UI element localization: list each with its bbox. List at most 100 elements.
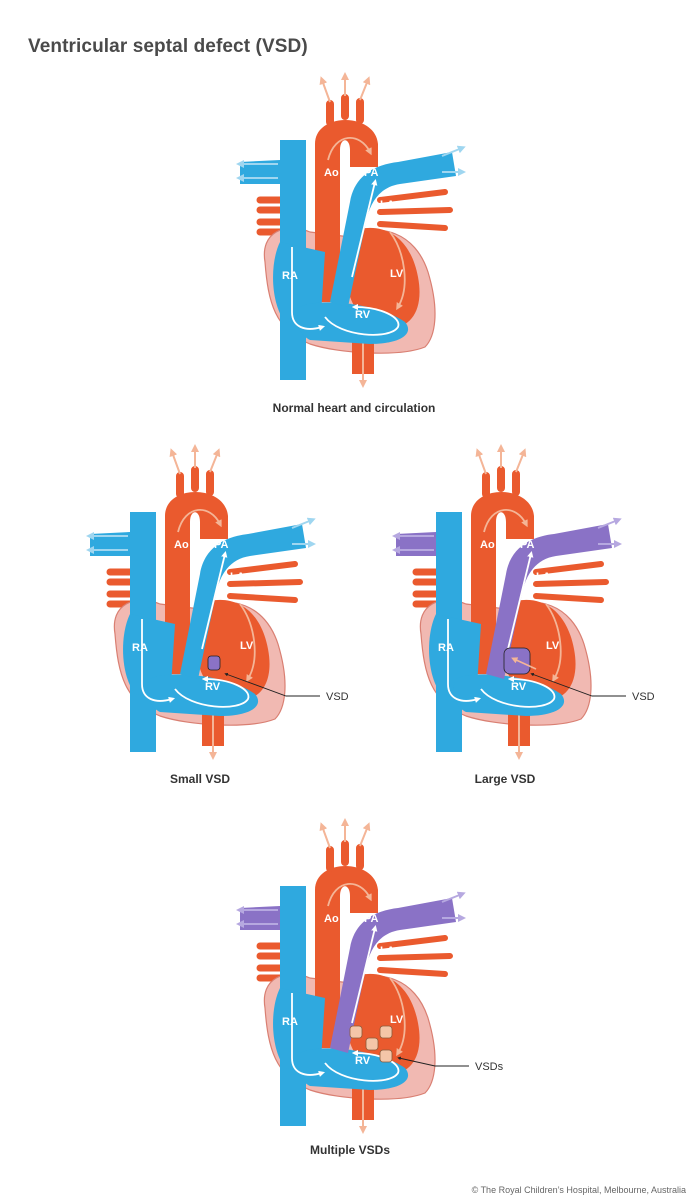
aorta-flow-arrow <box>483 508 528 533</box>
systemic-flow-arrow <box>359 822 371 847</box>
copyright-notice: © The Royal Children’s Hospital, Melbour… <box>471 1185 686 1195</box>
chamber-label-rv: RV <box>205 681 221 693</box>
vsd-hole-small <box>207 655 221 671</box>
pulmonary-flow-arrow <box>291 517 316 529</box>
heart-illustration-small-vsd: Ao PA LA LV RA RV VSD <box>86 444 349 760</box>
shunt-flow-arrow <box>511 657 537 670</box>
lv-flow-arrow <box>389 231 406 311</box>
systemic-flow-arrow <box>515 448 527 473</box>
vsd-callout-label: VSD <box>326 691 349 703</box>
pulmonary-vein-right <box>377 935 453 977</box>
aorta <box>315 120 378 302</box>
pulmonary-artery <box>486 524 612 679</box>
pulmonary-vein-left <box>256 196 294 236</box>
vsd-callout-leader <box>397 1056 469 1067</box>
chamber-label-ao: Ao <box>174 539 189 551</box>
caption-large-vsd: Large VSD <box>474 772 536 786</box>
caption-normal: Normal heart and circulation <box>272 401 436 415</box>
systemic-flow-arrow <box>319 822 331 849</box>
systemic-flow-arrow <box>319 76 331 103</box>
ra-flow-arrow <box>447 619 482 703</box>
rv-flow-arrow <box>480 675 556 708</box>
lv-flow-arrow <box>389 977 406 1057</box>
chamber-label-pa: PA <box>214 539 229 551</box>
pulmonary-vein-left <box>412 568 450 608</box>
pulmonary-vein-left <box>106 568 144 608</box>
chamber-label-lv: LV <box>390 268 404 280</box>
aorta <box>315 866 378 1048</box>
vsd-hole-multiple <box>349 1025 363 1039</box>
chamber-label-la: LA <box>380 945 395 957</box>
chamber-label-la: LA <box>380 199 395 211</box>
pa-flow-arrow <box>507 550 534 650</box>
heart-illustration-multiple-vsds: Ao PA LA LV RA RV VSDs <box>236 818 504 1134</box>
chamber-label-ra: RA <box>282 270 298 282</box>
systemic-flow-arrow <box>475 448 487 475</box>
chamber-label-pa: PA <box>520 539 535 551</box>
aorta-flow-arrow <box>327 136 372 161</box>
diagram-title: Ventricular septal defect (VSD) <box>28 36 308 57</box>
heart-illustration-normal: Ao PA LA LV RA RV <box>236 72 466 388</box>
chamber-label-lv: LV <box>546 640 560 652</box>
caption-small-vsd: Small VSD <box>169 772 231 786</box>
chamber-label-rv: RV <box>355 1055 371 1067</box>
heart-illustration-large-vsd: Ao PA LA LV RA RV VSD <box>392 444 655 760</box>
chamber-label-rv: RV <box>355 309 371 321</box>
chamber-label-ao: Ao <box>324 913 339 925</box>
chamber-label-ra: RA <box>132 642 148 654</box>
vsd-hole-multiple <box>379 1025 393 1039</box>
ra-flow-arrow <box>141 619 176 703</box>
panel-large-vsd: Ao PA LA LV RA RV VSD <box>386 444 655 764</box>
pulmonary-vein-right <box>377 189 453 231</box>
aorta <box>471 492 534 674</box>
systemic-flow-arrow <box>169 448 181 475</box>
vsd-callout-leader <box>530 672 626 697</box>
pa-flow-arrow <box>351 178 378 278</box>
chamber-label-ao: Ao <box>324 167 339 179</box>
aorta-flow-arrow <box>327 882 372 907</box>
pa-flow-arrow <box>201 550 228 650</box>
panel-normal-heart: Ao PA LA LV RA RV <box>230 72 470 392</box>
pulmonary-flow-arrow <box>597 517 622 529</box>
ra-flow-arrow <box>291 993 326 1077</box>
chamber-label-la: LA <box>230 571 245 583</box>
aorta <box>165 492 228 674</box>
chamber-label-rv: RV <box>511 681 527 693</box>
panel-small-vsd: Ao PA LA LV RA RV VSD <box>80 444 349 764</box>
chamber-label-ao: Ao <box>480 539 495 551</box>
aortic-branches <box>326 840 364 872</box>
panel-multiple-vsds: Ao PA LA LV RA RV VSDs <box>230 818 504 1138</box>
rv-flow-arrow <box>324 303 400 336</box>
vsd-callout-label: VSD <box>632 691 655 703</box>
chamber-label-la: LA <box>536 571 551 583</box>
systemic-flow-arrow <box>359 76 371 101</box>
pulmonary-artery <box>180 524 306 679</box>
pulmonary-artery <box>330 898 456 1053</box>
pulmonary-artery <box>330 152 456 307</box>
vsd-callout-leader <box>224 672 320 697</box>
pulmonary-vein-right <box>533 561 609 603</box>
aorta-flow-arrow <box>177 508 222 533</box>
pulmonary-flow-arrow <box>441 145 466 157</box>
aortic-branches <box>482 466 520 498</box>
vsd-hole-multiple <box>379 1049 393 1063</box>
chamber-label-lv: LV <box>240 640 254 652</box>
chamber-label-pa: PA <box>364 913 379 925</box>
pulmonary-vein-right <box>227 561 303 603</box>
aortic-branches <box>176 466 214 498</box>
aortic-branches <box>326 94 364 126</box>
rv-flow-arrow <box>324 1049 400 1082</box>
ra-flow-arrow <box>291 247 326 331</box>
vsd-hole-multiple <box>365 1037 379 1051</box>
pulmonary-vein-left <box>256 942 294 982</box>
vsd-callout-label: VSDs <box>475 1061 504 1073</box>
chamber-label-ra: RA <box>438 642 454 654</box>
lv-flow-arrow <box>545 603 562 683</box>
caption-multiple-vsds: Multiple VSDs <box>309 1143 391 1157</box>
chamber-label-lv: LV <box>390 1014 404 1026</box>
chamber-label-pa: PA <box>364 167 379 179</box>
chamber-label-ra: RA <box>282 1016 298 1028</box>
pa-flow-arrow <box>351 924 378 1024</box>
lv-flow-arrow <box>239 603 256 683</box>
rv-flow-arrow <box>174 675 250 708</box>
